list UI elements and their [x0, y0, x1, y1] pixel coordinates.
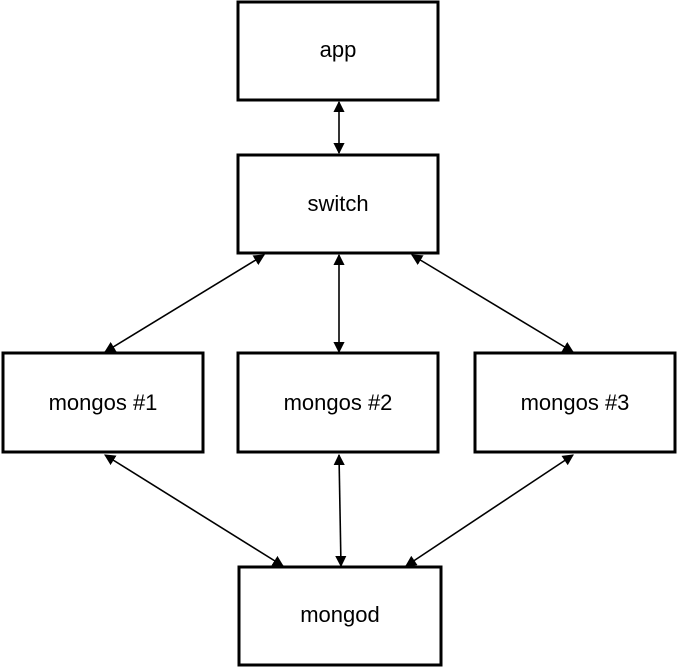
node-switch: switch — [236, 153, 440, 255]
edge-switch-mongos1 — [104, 254, 265, 353]
node-mongos-3: mongos #3 — [473, 351, 677, 454]
node-switch-label: switch — [307, 191, 368, 216]
node-app-label: app — [320, 37, 357, 62]
node-mongod-label: mongod — [300, 602, 380, 627]
node-mongos-2-label: mongos #2 — [284, 390, 393, 415]
edge-mongos1-mongod — [104, 454, 284, 567]
edges-layer — [104, 100, 574, 568]
node-app-box — [236, 0, 440, 102]
node-mongos-3-label: mongos #3 — [521, 390, 630, 415]
node-mongos-2: mongos #2 — [236, 351, 440, 454]
node-app: app — [236, 0, 440, 102]
node-mongod-box — [237, 565, 443, 667]
node-mongos-1-box — [1, 351, 205, 454]
edge-mongos2-mongod — [333, 453, 347, 568]
edge-mongos3-mongod — [405, 454, 574, 567]
edge-switch-mongos3 — [411, 254, 574, 353]
node-switch-box — [236, 153, 440, 255]
node-mongod: mongod — [237, 565, 443, 667]
node-mongos-1: mongos #1 — [1, 351, 205, 454]
node-mongos-3-box — [473, 351, 677, 454]
node-mongos-2-box — [236, 351, 440, 454]
node-mongos-1-label: mongos #1 — [49, 390, 158, 415]
